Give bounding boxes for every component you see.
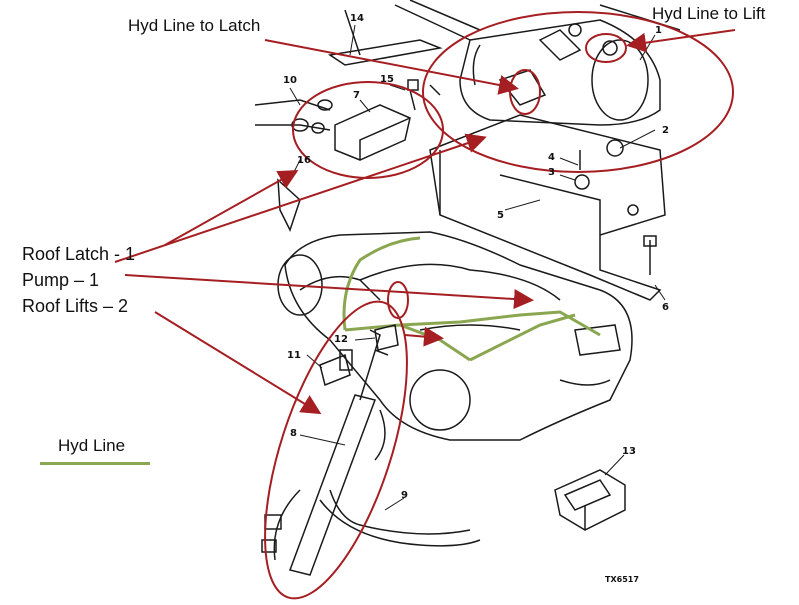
lift-cylinder [261,324,481,576]
callout-7: 7 [353,90,360,101]
label-hyd-line-to-lift: Hyd Line to Lift [652,4,766,23]
callout-5: 5 [497,210,504,221]
hydraulic-lines-green [342,236,601,362]
callout-11: 11 [287,350,301,361]
callout-13: 13 [622,446,636,457]
latch-module [254,79,441,232]
lift-ellipse [264,300,408,600]
callout-15: 15 [380,74,394,85]
callout-10: 10 [283,75,297,86]
red-ellipses [264,11,734,600]
label-roof-lifts: Roof Lifts – 2 [22,296,129,316]
pump-motor-assembly [429,19,666,301]
callout-3: 3 [548,167,555,178]
callout-12: 12 [334,334,348,345]
label-pump: Pump – 1 [22,270,100,290]
latch-port-ellipse [509,69,541,115]
top-rails [328,0,681,66]
pump-ellipse [422,11,734,173]
latch-ellipse [292,81,444,179]
label-hyd-line-to-latch: Hyd Line to Latch [128,16,261,35]
legend-hyd-line-swatch [40,462,150,465]
car-outline [277,231,633,441]
callout-14: 14 [350,13,364,24]
callout-8: 8 [290,428,297,439]
clip-13 [554,469,626,531]
arrow-roof-latch [164,170,299,246]
arrow-lift-line [626,29,736,53]
callout-6: 6 [662,302,669,313]
lift-port-ellipse [585,33,627,63]
callout-9: 9 [401,490,408,501]
car-latch-ellipse [387,281,409,319]
arrow-roof-lift-1 [124,274,534,309]
arrow-pump [114,133,487,263]
arrow-roof-lift-2 [154,311,322,415]
figure-code: TX6517 [605,575,639,584]
callout-4: 4 [548,152,555,163]
callout-1: 1 [655,25,662,36]
arrow-small [404,326,444,347]
callout-leaders [289,24,666,511]
red-arrows [114,29,736,415]
callout-2: 2 [662,125,669,136]
label-roof-latch: Roof Latch - 1 [22,244,136,264]
arrow-latch-line [264,39,519,95]
legend-label-hyd-line: Hyd Line [58,436,126,455]
callout-16: 16 [297,155,311,166]
